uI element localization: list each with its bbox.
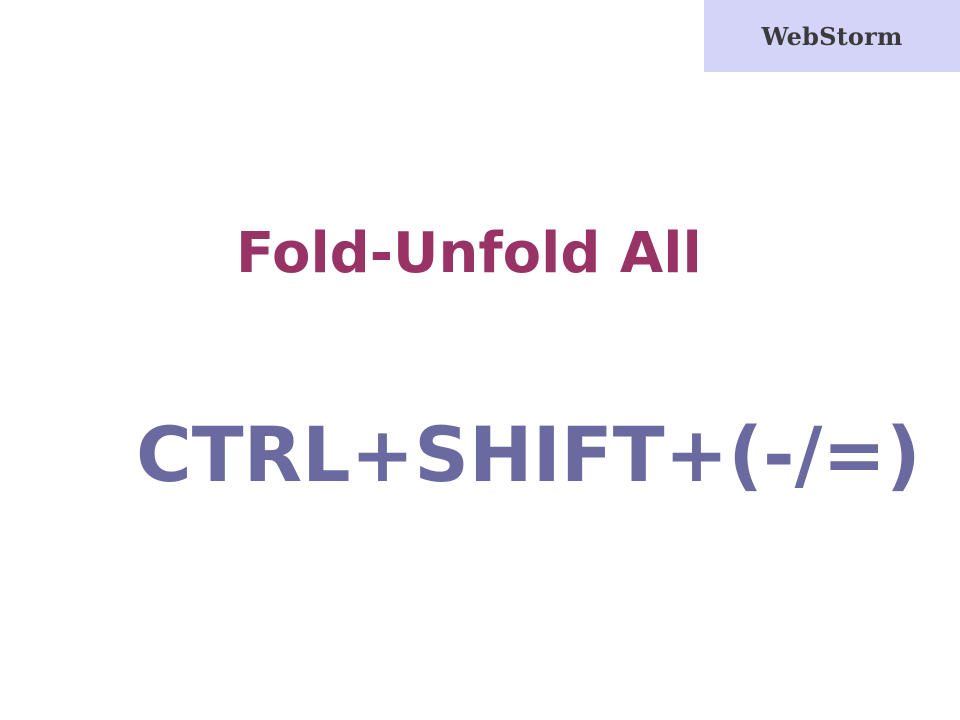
- brand-label: WebStorm: [761, 21, 903, 51]
- slide-title: Fold-Unfold All: [236, 221, 702, 286]
- keyboard-shortcut: CTRL+SHIFT+(-/=): [136, 410, 921, 499]
- brand-header: WebStorm: [704, 0, 960, 72]
